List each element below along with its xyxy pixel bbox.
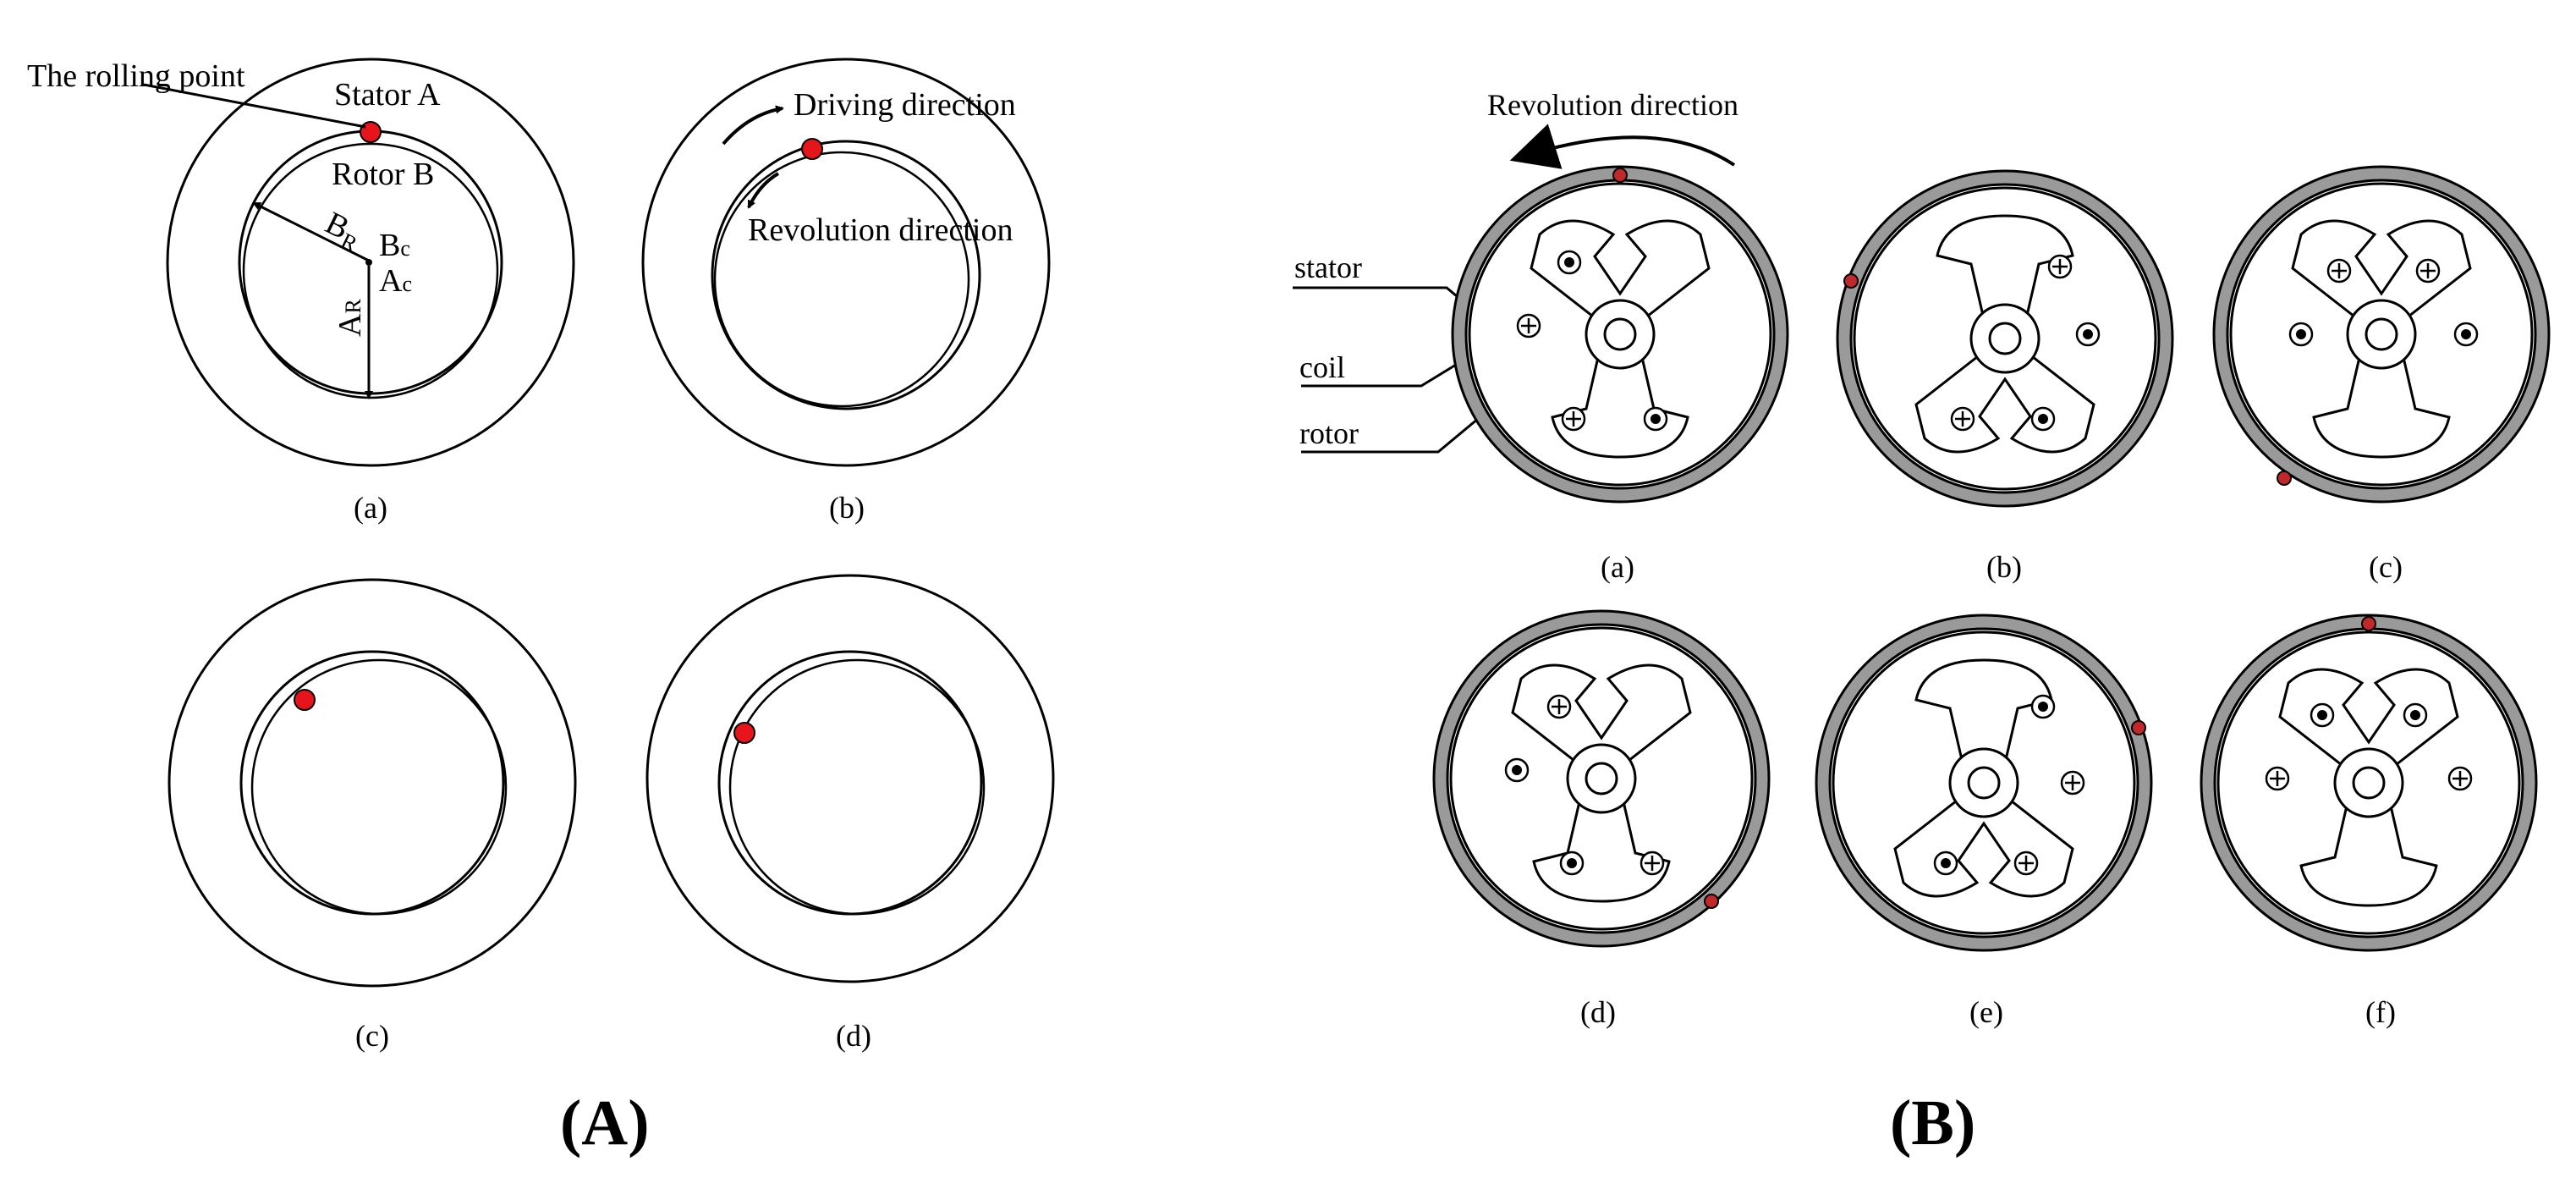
revolution-arrow: [747, 172, 780, 209]
sub-label-d: (d): [836, 1019, 871, 1053]
rotor-inner-circle: [713, 151, 970, 408]
motor-b-b: [1836, 169, 2174, 508]
center-point: [365, 259, 372, 266]
coil-plus-icon: [1516, 313, 1541, 339]
motor-b-c: [2212, 165, 2551, 504]
coil-plus-icon: [2415, 258, 2441, 283]
sub-label-b-d: (d): [1580, 995, 1616, 1029]
sub-label-b: (b): [829, 491, 865, 525]
diagram-a-d: (d): [645, 574, 1055, 1053]
diagram-a-c: (c): [168, 578, 577, 1053]
stator-label-b: stator: [1294, 250, 1362, 284]
motor-b-e: [1815, 614, 2153, 952]
coil-dot-icon: [2310, 702, 2335, 728]
driving-label: Driving direction: [794, 87, 1016, 123]
coil-label-b: coil: [1299, 350, 1345, 384]
coil-dot-icon: [2030, 694, 2056, 719]
rolling-point-label: The rolling point: [27, 58, 245, 94]
coil-plus-icon: [1561, 406, 1586, 432]
stator-circle: [645, 574, 1055, 983]
rotor-leader: [1301, 405, 1494, 454]
coil-dot-icon: [2030, 406, 2056, 432]
coil-plus-icon: [2265, 766, 2290, 791]
panel-b-label: (B): [1890, 1087, 1975, 1159]
motor-b-f: [2200, 614, 2538, 952]
stator-label: Stator A: [334, 77, 441, 113]
rotor-label-b: rotor: [1299, 416, 1359, 450]
coil-plus-icon: [1640, 850, 1665, 876]
br-label: BR: [318, 205, 369, 256]
panel-a-label: (A): [560, 1087, 650, 1159]
coil-plus-icon: [2047, 254, 2073, 279]
coil-dot-icon: [2075, 322, 2101, 347]
coil-dot-icon: [1643, 406, 1668, 432]
sub-label-a: (a): [354, 491, 387, 525]
coil-plus-icon: [2447, 766, 2473, 791]
coil-dot-icon: [1933, 850, 1958, 876]
rotor-inner-circle: [250, 658, 508, 916]
rotor-label: Rotor B: [332, 157, 434, 192]
coil-dot-icon: [1559, 850, 1585, 876]
sub-label-b-b: (b): [1986, 550, 2022, 584]
revolution-label: Revolution direction: [748, 212, 1013, 248]
motor-b-d: [1432, 609, 1771, 948]
rolling-point: [733, 722, 755, 744]
rolling-point: [801, 138, 823, 160]
rotor-circle: [711, 140, 981, 410]
coil-plus-icon: [2060, 770, 2085, 795]
ac-label: Ac: [379, 263, 412, 299]
radius-br-arrow: [252, 201, 370, 262]
sub-label-b-a: (a): [1601, 550, 1634, 584]
diagram-a-b: Driving direction Revolution direction (…: [641, 58, 1051, 525]
panel-b: Revolution direction stator coil rotor (…: [1293, 88, 2551, 1159]
coil-plus-icon: [1950, 406, 1975, 432]
sub-label-b-f: (f): [2365, 995, 2396, 1029]
stator-circle: [166, 58, 575, 467]
rolling-point: [1704, 894, 1719, 909]
coil-dot-icon: [2403, 702, 2428, 728]
diagram-a-a: The rolling point Stator A Rotor B BR Bc…: [27, 58, 575, 525]
rolling-point: [1843, 273, 1859, 289]
stator-circle: [168, 578, 577, 988]
sub-label-c: (c): [355, 1019, 389, 1053]
sub-label-b-e: (e): [1969, 995, 2003, 1029]
revolution-arrow-b: [1509, 124, 1736, 169]
bc-label: Bc: [379, 228, 410, 263]
rotor-circle: [717, 650, 983, 916]
coil-plus-icon: [1546, 694, 1572, 719]
revolution-label-b: Revolution direction: [1487, 88, 1738, 122]
rolling-point: [2131, 720, 2146, 735]
rotor-inner-circle: [728, 658, 986, 916]
motor-b-a: [1451, 165, 1789, 504]
ar-label: AR: [332, 299, 368, 337]
coil-dot-icon: [2453, 322, 2479, 347]
coil-dot-icon: [1557, 250, 1582, 275]
stator-circle: [641, 58, 1051, 467]
rolling-point-leader: [143, 83, 366, 129]
sub-label-b-c: (c): [2369, 550, 2403, 584]
rolling-point: [2361, 616, 2376, 631]
panel-a: The rolling point Stator A Rotor B BR Bc…: [27, 58, 1055, 1159]
rolling-point: [294, 689, 316, 711]
coil-plus-icon: [2326, 258, 2352, 283]
coil-dot-icon: [2288, 322, 2314, 347]
driving-arrow: [722, 105, 784, 146]
rolling-point: [360, 121, 382, 143]
coil-plus-icon: [2013, 850, 2039, 876]
rolling-point: [2277, 471, 2292, 486]
rolling-point: [1612, 168, 1628, 183]
coil-dot-icon: [1504, 757, 1530, 783]
rotor-circle: [239, 650, 505, 916]
